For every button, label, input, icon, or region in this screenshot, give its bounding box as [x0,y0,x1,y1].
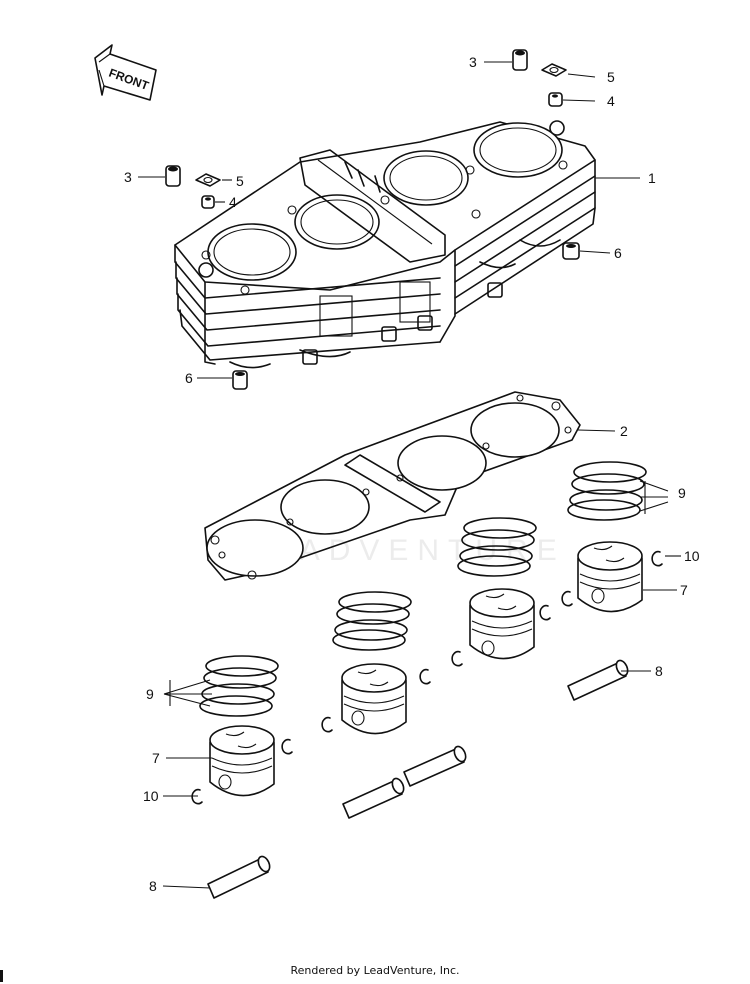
dowel-pin-3-right [512,49,528,71]
washer-4-left [201,195,215,209]
piston-pin-center-right [403,745,467,787]
callout-3-right: 3 [469,54,477,70]
callout-1: 1 [648,170,656,186]
callout-7-left: 7 [152,750,160,766]
footer-credit: Rendered by LeadVenture, Inc. [290,964,460,977]
piston-pin-center-left [342,777,405,819]
piston-ring-set-right [567,461,647,521]
callout-10-right: 10 [684,548,700,564]
callout-9-left: 9 [146,686,154,702]
dowel-pin-3-left [165,165,181,187]
cylinder-block [174,120,596,369]
callout-4-left: 4 [229,194,237,210]
callout-8-left: 8 [149,878,157,894]
piston-pin-right [567,659,629,701]
front-arrow-icon: FRONT [94,44,157,101]
piston-ring-set-left [199,655,279,717]
dowel-6-left [232,370,248,390]
callout-4-right: 4 [607,93,615,109]
callout-6-left: 6 [185,370,193,386]
piston-ring-set-center-left [332,591,412,651]
callout-6-right: 6 [614,245,622,261]
circlips [191,550,663,805]
leader-lines [138,61,681,889]
cylinder-base-gasket [204,391,581,581]
callout-8-right: 8 [655,663,663,679]
o-ring-5-left [195,173,221,187]
o-ring-5-right [541,63,567,77]
piston-right [577,541,643,613]
callout-5-right: 5 [607,69,615,85]
callout-3-left: 3 [124,169,132,185]
callout-7-right: 7 [680,582,688,598]
piston-center-left [341,663,407,735]
washer-4-right [548,92,563,107]
piston-pin-left [207,855,271,899]
piston-center-right [469,588,535,660]
corner-mark [0,970,3,982]
piston-ring-set-center-right [457,517,537,577]
callout-9-right: 9 [678,485,686,501]
callout-10-left: 10 [143,788,159,804]
callout-2: 2 [620,423,628,439]
dowel-6-right [562,242,580,260]
piston-left [209,725,275,797]
callout-5-left: 5 [236,173,244,189]
